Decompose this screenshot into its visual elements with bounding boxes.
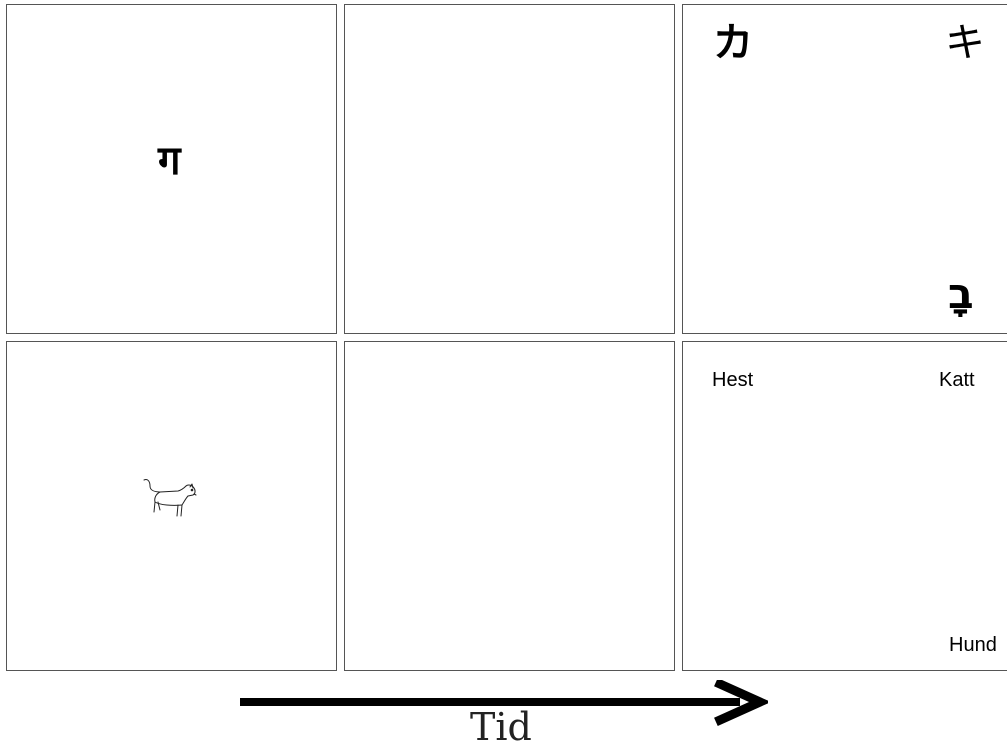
word-hund: Hund bbox=[949, 634, 997, 656]
katakana-ki-glyph: キ bbox=[945, 20, 985, 66]
devanagari-glyph: ग bbox=[158, 138, 181, 184]
hebrew-bet-glyph: בָ bbox=[948, 269, 974, 318]
panel-symbol-choices: カ キ בָ bbox=[682, 4, 1007, 334]
panel-picture-cue bbox=[6, 341, 337, 671]
panel-blank-top bbox=[344, 4, 675, 334]
dog-sketch bbox=[143, 479, 197, 517]
word-hest: Hest bbox=[712, 369, 754, 391]
word-katt: Katt bbox=[939, 369, 975, 391]
panel-symbol-cue: ग bbox=[6, 4, 337, 334]
katakana-ka-glyph: カ bbox=[713, 20, 753, 66]
panel-blank-bottom bbox=[344, 341, 675, 671]
panel-word-choices: Hest Katt Hund bbox=[682, 341, 1007, 671]
right-arrow-icon bbox=[240, 680, 768, 726]
time-axis-label: Tid bbox=[470, 705, 532, 749]
